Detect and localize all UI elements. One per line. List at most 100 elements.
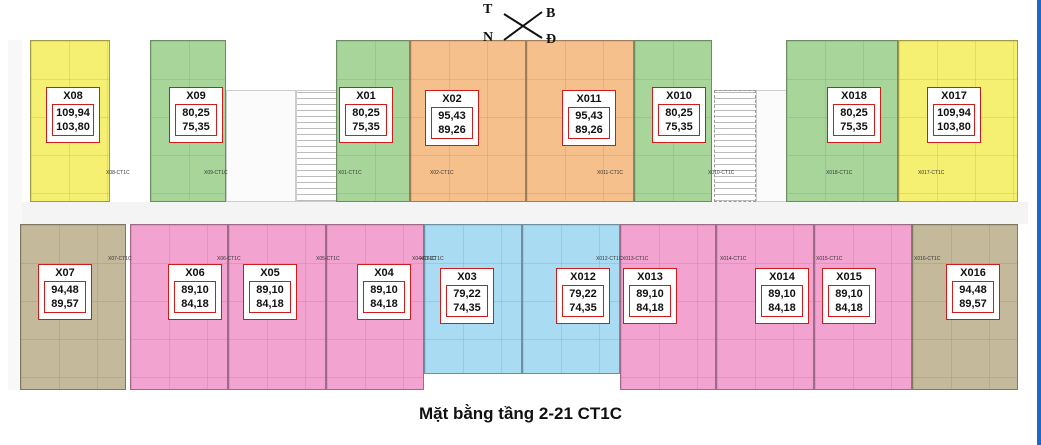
gross-area: 80,25 — [665, 107, 693, 119]
net-area: 74,35 — [569, 302, 597, 314]
net-area: 75,35 — [352, 121, 380, 133]
apartment-code: X018 — [841, 90, 867, 102]
stair-core-right — [714, 90, 756, 202]
net-area: 84,18 — [636, 302, 664, 314]
apartment-label-x05: X05 89,10 84,18 — [243, 264, 297, 320]
apartment-code: X013 — [637, 271, 663, 283]
apartment-tag-x010: X010-CT1C — [708, 170, 735, 176]
apartment-areas: 80,25 75,35 — [175, 104, 217, 136]
gross-area: 89,10 — [636, 288, 664, 300]
apartment-label-x017: X017 109,94 103,80 — [927, 87, 981, 143]
gross-area: 95,43 — [575, 110, 603, 122]
gross-area: 89,10 — [835, 288, 863, 300]
elevator-core-left — [226, 90, 296, 202]
compass-label-t: T — [483, 2, 493, 17]
compass-label-n: N — [483, 30, 494, 45]
apartment-tag-x013: X013-CT1C — [622, 256, 649, 262]
net-area: 84,18 — [256, 298, 284, 310]
apartment-label-x07: X07 94,48 89,57 — [38, 264, 92, 320]
apartment-code: X04 — [374, 267, 394, 279]
apartment-areas: 95,43 89,26 — [568, 107, 610, 139]
gross-area: 89,10 — [768, 288, 796, 300]
gross-area: 109,94 — [937, 107, 971, 119]
apartment-code: X012 — [570, 271, 596, 283]
corridor-left-stub — [8, 40, 22, 390]
net-area: 75,35 — [182, 121, 210, 133]
apartment-tag-x07: X07-CT1C — [108, 256, 132, 262]
apartment-code: X06 — [185, 267, 205, 279]
gross-area: 95,43 — [438, 110, 466, 122]
apartment-code: X014 — [769, 271, 795, 283]
elevator-core-right — [756, 90, 788, 202]
net-area: 103,80 — [56, 121, 90, 133]
apartment-code: X016 — [960, 267, 986, 279]
apartment-areas: 89,10 84,18 — [629, 285, 671, 317]
apartment-code: X07 — [55, 267, 75, 279]
net-area: 89,26 — [575, 124, 603, 136]
apartment-tag-x05: X05-CT1C — [316, 256, 340, 262]
gross-area: 109,94 — [56, 107, 90, 119]
apartment-tag-x011: X011-CT1C — [597, 170, 624, 176]
apartment-label-x011: X011 95,43 89,26 — [562, 90, 616, 146]
apartment-areas: 89,10 84,18 — [249, 281, 291, 313]
apartment-tag-x06: X06-CT1C — [217, 256, 241, 262]
apartment-code: X02 — [442, 93, 462, 105]
gross-area: 94,48 — [959, 284, 987, 296]
gross-area: 94,48 — [51, 284, 79, 296]
apartment-areas: 89,10 84,18 — [828, 285, 870, 317]
apartment-tag-x02: X02-CT1C — [430, 170, 454, 176]
apartment-code: X01 — [356, 90, 376, 102]
gross-area: 89,10 — [256, 284, 284, 296]
compass-cross-icon — [503, 11, 543, 41]
gross-area: 89,10 — [370, 284, 398, 296]
apartment-code: X010 — [666, 90, 692, 102]
apartment-code: X03 — [457, 271, 477, 283]
apartment-areas: 94,48 89,57 — [952, 281, 994, 313]
apartment-areas: 109,94 103,80 — [52, 104, 94, 136]
net-area: 89,57 — [51, 298, 79, 310]
apartment-areas: 109,94 103,80 — [933, 104, 975, 136]
net-area: 103,80 — [937, 121, 971, 133]
plan-title: Mặt bằng tầng 2-21 CT1C — [418, 404, 623, 423]
apartment-tag-x03: X03-CT1C — [420, 256, 444, 262]
net-area: 89,57 — [959, 298, 987, 310]
apartment-tag-x018: X018-CT1C — [826, 170, 853, 176]
compass: T B N Đ — [480, 2, 570, 48]
net-area: 84,18 — [835, 302, 863, 314]
compass-label-b: B — [546, 6, 556, 21]
apartment-code: X017 — [941, 90, 967, 102]
apartment-tag-x016: X016-CT1C — [914, 256, 941, 262]
apartment-tag-x01: X01-CT1C — [338, 170, 362, 176]
net-area: 74,35 — [453, 302, 481, 314]
gross-area: 80,25 — [182, 107, 210, 119]
central-corridor — [18, 202, 1028, 224]
frame-edge — [1037, 0, 1041, 445]
apartment-code: X08 — [63, 90, 83, 102]
apartment-tag-x017: X017-CT1C — [918, 170, 945, 176]
apartment-code: X05 — [260, 267, 280, 279]
apartment-tag-x015: X015-CT1C — [816, 256, 843, 262]
net-area: 84,18 — [181, 298, 209, 310]
net-area: 75,35 — [840, 121, 868, 133]
apartment-code: X011 — [576, 93, 602, 105]
apartment-tag-x09: X09-CT1C — [204, 170, 228, 176]
apartment-areas: 94,48 89,57 — [44, 281, 86, 313]
stair-core-left — [296, 90, 338, 202]
apartment-tag-x08: X08-CT1C — [106, 170, 130, 176]
